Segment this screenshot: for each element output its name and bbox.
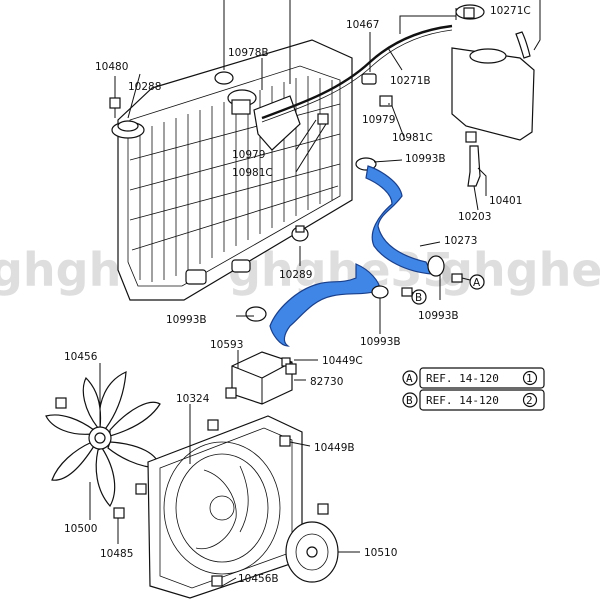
label-10467: 10467 <box>346 19 379 31</box>
ref-box-b: B REF. 14-120 2 <box>402 389 545 411</box>
label-10401: 10401 <box>489 195 522 207</box>
label-10485: 10485 <box>100 548 133 560</box>
label-10203: 10203 <box>458 211 491 223</box>
label-10978b: 10978B <box>228 47 269 59</box>
label-10456: 10456 <box>64 351 98 363</box>
svg-text:B: B <box>415 292 422 304</box>
label-10449b: 10449B <box>314 442 355 454</box>
bolt-10480 <box>109 97 121 118</box>
bolt-b <box>401 287 413 297</box>
label-10510: 10510 <box>364 547 397 559</box>
label-10979-left: 10979 <box>232 149 265 161</box>
svg-text:A: A <box>473 277 481 289</box>
label-10273: 10273 <box>444 235 477 247</box>
leader-lines <box>89 0 541 587</box>
label-10593: 10593 <box>210 339 243 351</box>
watermark-right: ghghe35 <box>440 243 600 297</box>
reservoir-tank <box>451 4 535 141</box>
fan-resistor <box>225 351 293 405</box>
hose-clamps <box>245 225 445 322</box>
fan-motor <box>285 503 339 583</box>
label-10993b-top: 10993B <box>405 153 446 165</box>
reservoir-bracket <box>465 131 481 187</box>
label-10449c: 10449C <box>322 355 363 367</box>
label-10981c-left: 10981C <box>232 167 273 179</box>
label-10456b: 10456B <box>238 573 279 585</box>
ref-b-text: REF. 14-120 <box>426 394 499 407</box>
ref-b-number: 2 <box>526 394 533 407</box>
fittings <box>317 73 393 125</box>
label-10981c-right: 10981C <box>392 132 433 144</box>
label-10979-right: 10979 <box>362 114 395 126</box>
radiator-cap <box>111 120 145 139</box>
label-10480: 10480 <box>95 61 128 73</box>
label-10289: 10289 <box>279 269 312 281</box>
label-10500: 10500 <box>64 523 97 535</box>
marker-a: A <box>461 274 485 290</box>
ref-b-letter: B <box>406 394 413 407</box>
lower-bolts <box>55 363 297 587</box>
label-10271c: 10271C <box>490 5 531 17</box>
label-10288: 10288 <box>128 81 161 93</box>
radiator-filler-neck <box>214 71 301 151</box>
ref-a-letter: A <box>406 372 413 385</box>
label-82730: 82730 <box>310 376 343 388</box>
marker-b: B <box>411 289 427 305</box>
label-10993b-right: 10993B <box>418 310 459 322</box>
label-10993b-left: 10993B <box>166 314 207 326</box>
fan-shroud <box>135 415 303 599</box>
ref-a-number: 1 <box>526 372 533 385</box>
bolt-a <box>451 273 463 283</box>
label-10993b-bottom: 10993B <box>360 336 401 348</box>
ref-a-text: REF. 14-120 <box>426 372 499 385</box>
label-10271b: 10271B <box>390 75 431 87</box>
cooling-fan <box>45 371 161 508</box>
ref-box-a: A REF. 14-120 1 <box>402 367 545 389</box>
label-10324: 10324 <box>176 393 210 405</box>
